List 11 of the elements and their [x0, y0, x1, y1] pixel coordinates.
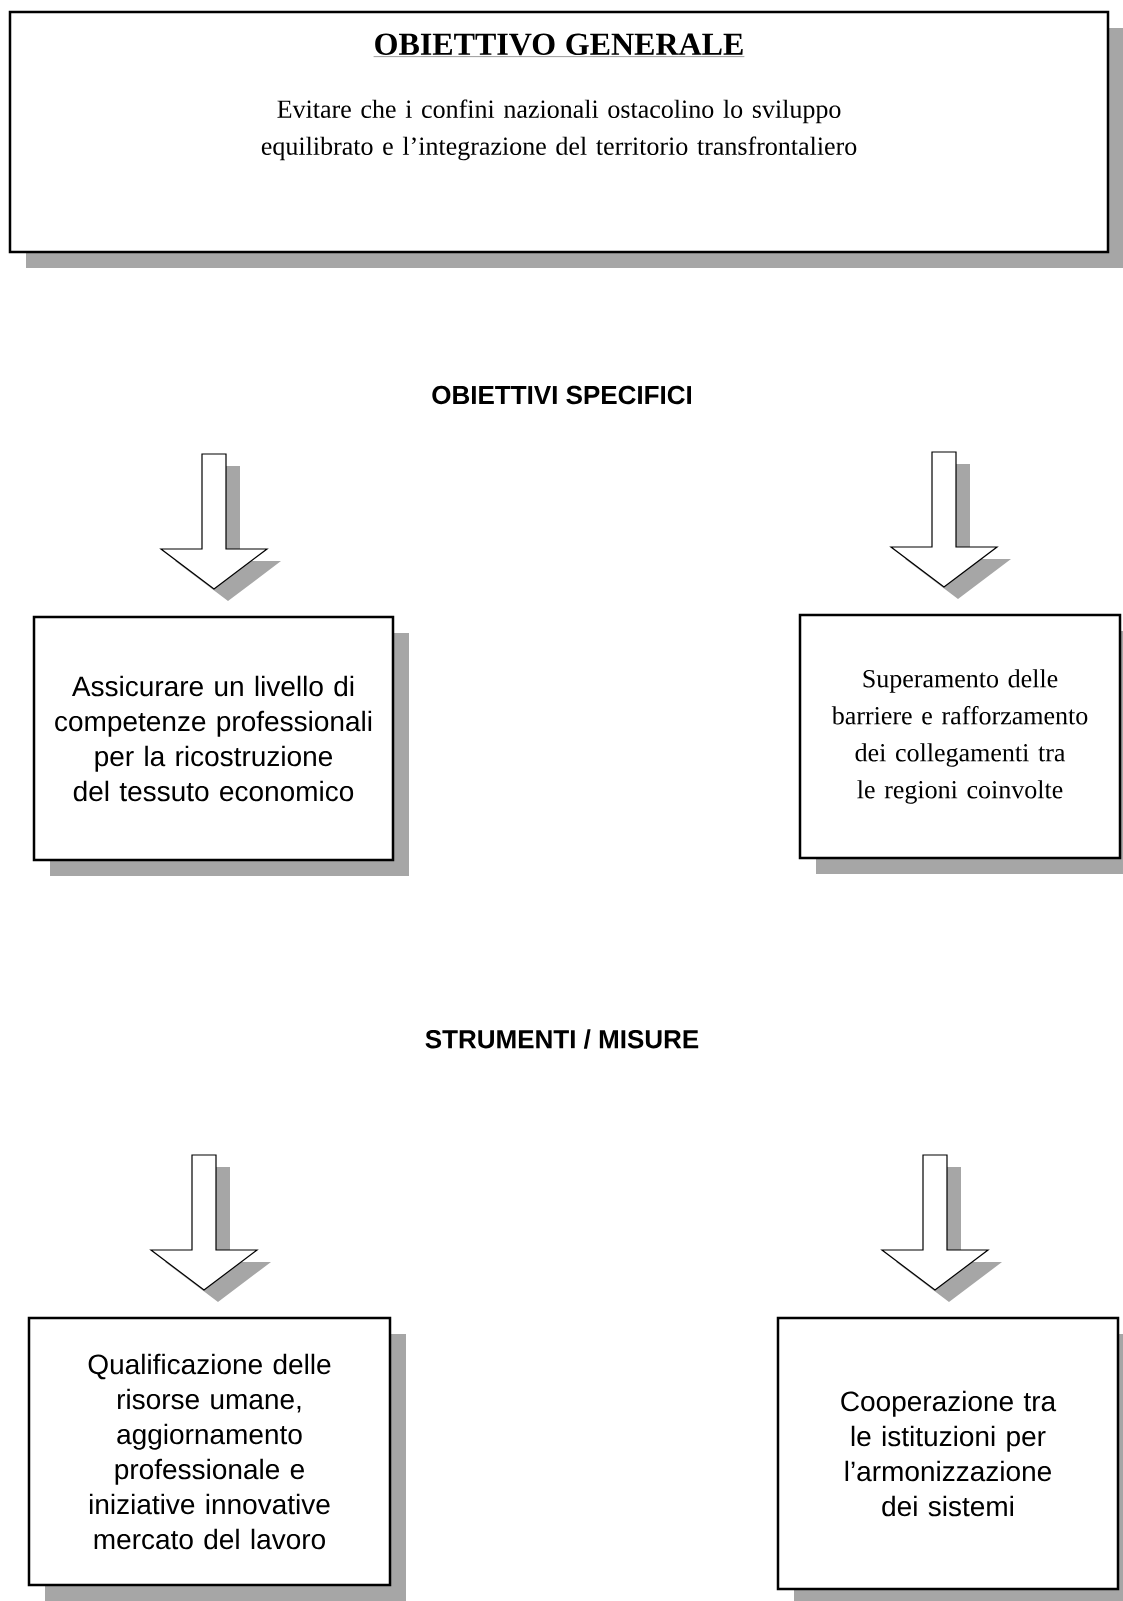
- text-box: Superamento delle barriere e rafforzamento dei collegamenti tra le regioni coinvolte: [798, 613, 1123, 874]
- text-box: Assicurare un livello di competenze professionali per la ricostruzione del tessuto economico: [32, 615, 409, 876]
- text-box: Cooperazione tra le istituzioni per l’armonizzazione dei sistemi: [776, 1316, 1123, 1601]
- section-heading: OBIETTIVI SPECIFICI: [432, 385, 691, 405]
- block-arrow: [889, 451, 1011, 599]
- text-box: OBIETTIVO GENERALE Evitare che i confini nazionali ostacolino lo sviluppo equilibrato e l’integrazione del territorio transfrontaliero: [8, 10, 1123, 268]
- text-box: Qualificazione delle risorse umane, aggiornamento professionale e iniziative innovative mercato del lavoro: [27, 1316, 406, 1601]
- block-arrow: [159, 453, 281, 601]
- block-arrow: [149, 1154, 271, 1302]
- block-arrow: [880, 1154, 1002, 1302]
- section-heading: STRUMENTI / MISURE: [425, 1029, 699, 1049]
